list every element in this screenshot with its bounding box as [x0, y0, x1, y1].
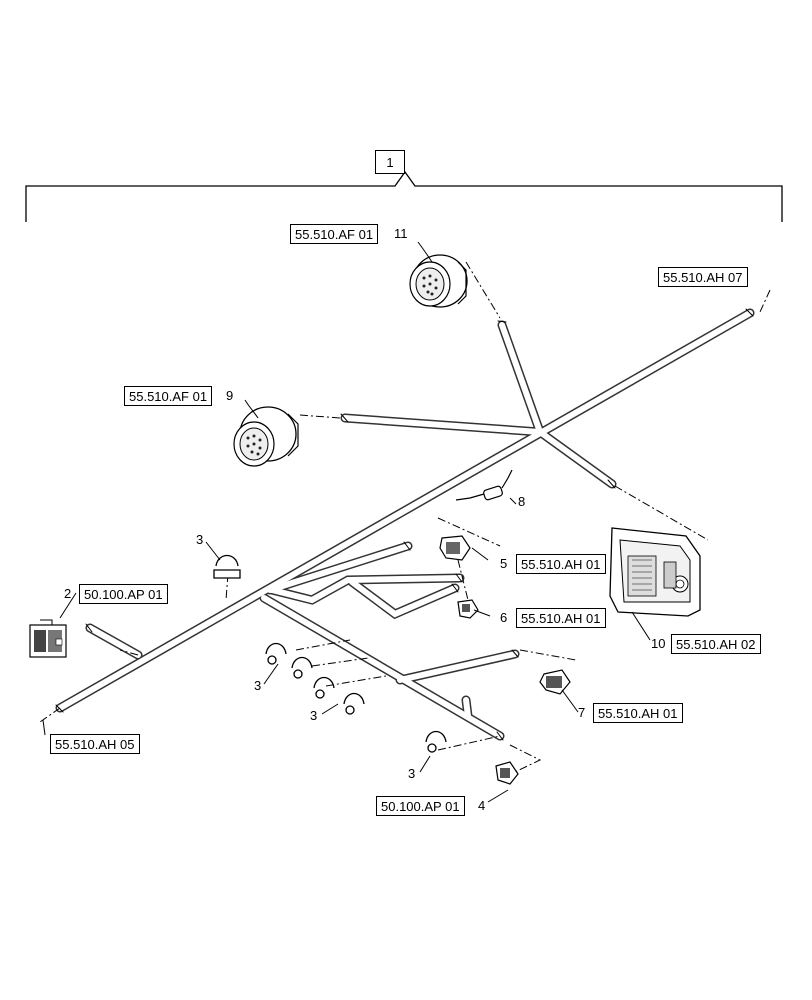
- item-number-10: 10: [651, 636, 666, 651]
- circular-connector-9: [233, 406, 299, 467]
- item-number-2: 2: [64, 586, 72, 601]
- harness-trunks: [55, 308, 755, 741]
- label-leaders: [42, 241, 651, 803]
- clip-3-c: [291, 656, 313, 679]
- inline-component-8: [455, 469, 513, 501]
- item-number-6: 6: [500, 610, 508, 625]
- connector-2: [29, 619, 67, 658]
- ecu-connector-10: [609, 527, 701, 617]
- clip-3-b: [265, 642, 287, 665]
- ref-box-ah07[interactable]: 55.510.AH 07: [658, 267, 748, 287]
- clip-3-e: [343, 692, 365, 715]
- item-number-3-b: 3: [254, 678, 262, 693]
- connector-6: [457, 599, 479, 619]
- connector-7: [539, 669, 571, 695]
- item-number-8: 8: [518, 494, 526, 509]
- ref-box-6[interactable]: 55.510.AH 01: [516, 608, 606, 628]
- clip-3-d: [313, 676, 335, 699]
- clips-3: [213, 554, 447, 753]
- item-number-11: 11: [394, 226, 408, 241]
- ref-box-7[interactable]: 55.510.AH 01: [593, 703, 683, 723]
- item-number-7: 7: [578, 705, 586, 720]
- connector-5: [439, 535, 471, 561]
- item-number-3-c: 3: [310, 708, 318, 723]
- item-number-3-d: 3: [408, 766, 416, 781]
- clip-3-f: [425, 730, 447, 753]
- circular-connector-11: [409, 254, 468, 308]
- connector-4: [495, 761, 519, 785]
- assembly-item-number: 1: [375, 150, 405, 174]
- ref-box-4[interactable]: 50.100.AP 01: [376, 796, 465, 816]
- clip-3-a: [213, 554, 241, 579]
- ref-box-2[interactable]: 50.100.AP 01: [79, 584, 168, 604]
- assembly-bracket: [25, 170, 783, 222]
- ref-box-ah05[interactable]: 55.510.AH 05: [50, 734, 140, 754]
- leader-lines: [39, 261, 771, 773]
- ref-box-10[interactable]: 55.510.AH 02: [671, 634, 761, 654]
- item-number-4: 4: [478, 798, 486, 813]
- ref-box-11[interactable]: 55.510.AF 01: [290, 224, 379, 244]
- ref-box-5[interactable]: 55.510.AH 01: [516, 554, 606, 574]
- item-number-3-a: 3: [196, 532, 204, 547]
- item-number-5: 5: [500, 556, 508, 571]
- ref-box-9[interactable]: 55.510.AF 01: [124, 386, 213, 406]
- item-number-9: 9: [226, 388, 234, 403]
